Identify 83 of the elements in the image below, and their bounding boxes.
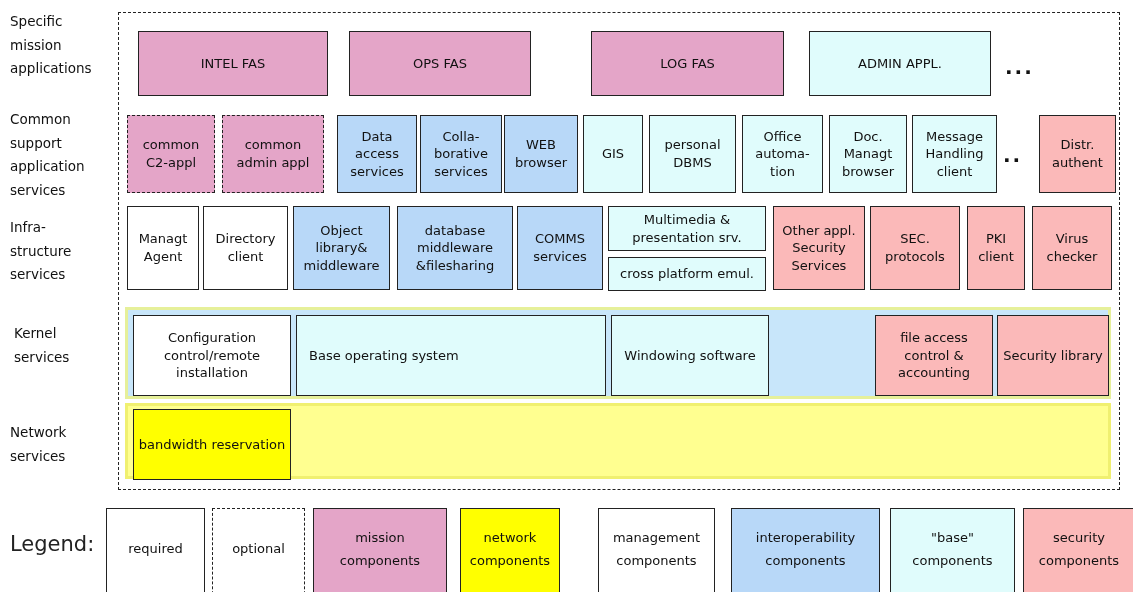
component-box xyxy=(133,409,291,480)
component-label: Message Handling client xyxy=(924,127,985,181)
component-box xyxy=(649,115,736,193)
component-label: ADMIN APPL. xyxy=(858,54,942,73)
component-box xyxy=(420,115,502,193)
component-label: Managt Agent xyxy=(137,230,189,266)
component-box xyxy=(349,31,531,96)
layer-label: Infra- structure services xyxy=(10,218,73,285)
component-label: SEC. protocols xyxy=(884,230,946,266)
component-box xyxy=(611,315,769,396)
component-label: common admin appl xyxy=(235,136,311,172)
component-box xyxy=(337,115,417,193)
component-box xyxy=(997,315,1109,396)
component-label: Directory client xyxy=(214,230,277,266)
layer-label: Network services xyxy=(10,423,68,466)
component-label: bandwidth reservation xyxy=(138,435,286,454)
layer-label: Common support application services xyxy=(10,110,86,200)
dashed-frame xyxy=(118,12,1120,490)
legend-label: mission components xyxy=(338,528,422,570)
ellipsis: .. xyxy=(1003,143,1023,167)
legend-label: management components xyxy=(611,528,702,570)
component-box xyxy=(870,206,960,290)
component-box xyxy=(1032,206,1112,290)
legend-label: interoperability components xyxy=(754,528,857,570)
component-label: common C2-appl xyxy=(141,136,201,172)
legend-title: Legend: xyxy=(10,532,95,556)
component-box xyxy=(222,115,324,193)
component-label: WEB browser xyxy=(514,136,568,172)
component-label: Base operating system xyxy=(309,346,459,365)
component-label: COMMS services xyxy=(532,230,588,266)
component-box xyxy=(773,206,865,290)
layer-label: Kernel services xyxy=(14,324,71,367)
component-box xyxy=(829,115,907,193)
legend-label: network components xyxy=(468,528,552,570)
component-box xyxy=(809,31,991,96)
legend-label: optional xyxy=(232,540,285,559)
component-label: Doc. Managt browser xyxy=(841,127,895,181)
component-label: cross platform emul. xyxy=(620,265,754,283)
component-label: Distr. authent xyxy=(1051,136,1104,172)
component-box xyxy=(1039,115,1116,193)
component-label: Multimedia & presentation srv. xyxy=(631,210,743,247)
ellipsis: ... xyxy=(1005,55,1034,79)
component-label: Configuration control/remote installation xyxy=(162,329,262,382)
component-label: LOG FAS xyxy=(660,54,715,73)
component-label: database middleware &filesharing xyxy=(414,221,496,275)
component-box xyxy=(742,115,823,193)
component-box xyxy=(875,315,993,396)
component-box xyxy=(127,115,215,193)
component-label: Windowing software xyxy=(624,346,756,365)
component-box xyxy=(912,115,997,193)
component-label: GIS xyxy=(601,145,625,163)
layer-label: Specific mission applications xyxy=(10,12,93,79)
component-label: Office automa- tion xyxy=(754,127,811,181)
legend-label: security components xyxy=(1037,528,1121,570)
component-label: Colla- borative services xyxy=(433,127,489,181)
component-box xyxy=(583,115,643,193)
component-box xyxy=(517,206,603,290)
network-band xyxy=(125,403,1111,479)
component-label: personal DBMS xyxy=(663,136,722,172)
component-label: Virus checker xyxy=(1045,230,1099,266)
component-box xyxy=(127,206,199,290)
component-label: Security library xyxy=(1003,346,1103,365)
legend-label: required xyxy=(128,540,183,559)
component-box xyxy=(591,31,784,96)
component-label: Other appl. Security Services xyxy=(781,221,857,275)
component-box xyxy=(296,315,606,396)
component-box xyxy=(133,315,291,396)
component-label: Object library& middleware xyxy=(302,221,381,275)
component-box xyxy=(138,31,328,96)
component-box xyxy=(608,206,766,251)
component-label: file access control & accounting xyxy=(897,329,971,382)
component-box xyxy=(608,257,766,291)
component-label: PKI client xyxy=(977,230,1015,266)
component-box xyxy=(293,206,390,290)
legend-label: "base" components xyxy=(911,528,994,570)
component-box xyxy=(967,206,1025,290)
component-label: OPS FAS xyxy=(413,54,467,73)
component-label: Data access services xyxy=(349,127,405,181)
component-box xyxy=(504,115,578,193)
component-box xyxy=(203,206,288,290)
component-box xyxy=(397,206,513,290)
kernel-band xyxy=(125,307,1111,399)
component-label: INTEL FAS xyxy=(200,54,266,73)
